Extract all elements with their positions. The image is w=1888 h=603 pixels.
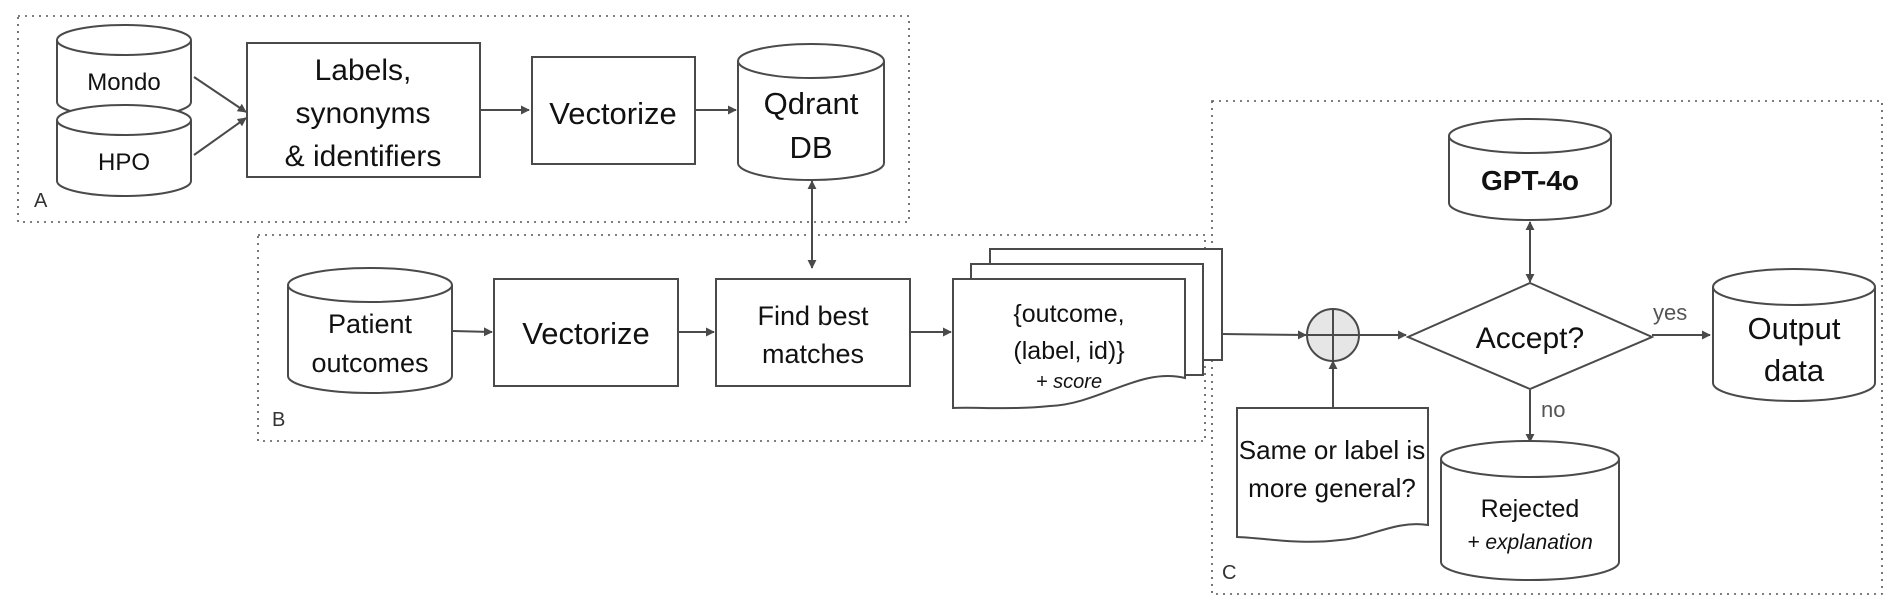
- edge-results-combiner: [1221, 330, 1307, 340]
- accept-label: Accept?: [1476, 322, 1584, 355]
- find-best-matches-box: Find best matches: [715, 278, 911, 387]
- rejected-label: Rejected: [1481, 495, 1580, 523]
- edge-mondo-labels: [193, 76, 247, 113]
- criteria-line-1: Same or label is: [1239, 435, 1425, 465]
- accept-decision: Accept?: [1405, 281, 1655, 391]
- vectorize-b-box: Vectorize: [493, 278, 679, 387]
- results-line-2: (label, id)}: [1013, 337, 1124, 365]
- vectorize-a-label: Vectorize: [549, 96, 677, 131]
- gpt-4o-database: GPT-4o: [1448, 118, 1612, 221]
- hpo-label: HPO: [98, 149, 150, 176]
- match-results-documents: {outcome, (label, id)} + score: [952, 248, 1223, 410]
- region-c-label: C: [1222, 562, 1236, 584]
- vectorize-a-box: Vectorize: [531, 56, 696, 165]
- find-best-line-2: matches: [762, 339, 864, 369]
- output-line-1: Output: [1747, 311, 1840, 346]
- results-line-1: {outcome,: [1013, 300, 1124, 328]
- labels-line-3: & identifiers: [285, 140, 442, 173]
- patient-outcomes-line-2: outcomes: [311, 348, 428, 378]
- edges: yes no: [193, 76, 1711, 443]
- results-score: + score: [1036, 371, 1102, 393]
- qdrant-line-2: DB: [789, 130, 832, 165]
- edge-label-no: no: [1541, 397, 1565, 422]
- region-b-label: B: [272, 409, 285, 431]
- qdrant-database: Qdrant DB: [737, 43, 885, 181]
- combiner-symbol: [1306, 308, 1360, 362]
- find-best-line-1: Find best: [757, 301, 869, 331]
- rejected-explanation: + explanation: [1467, 531, 1593, 554]
- patient-outcomes-line-1: Patient: [328, 309, 413, 339]
- qdrant-line-1: Qdrant: [764, 86, 859, 121]
- region-a: A: [17, 15, 910, 223]
- mondo-database: Mondo: [56, 24, 192, 118]
- edge-label-yes: yes: [1653, 300, 1687, 325]
- rejected-database: Rejected + explanation: [1440, 440, 1620, 581]
- edge-hpo-labels: [193, 117, 247, 156]
- labels-synonyms-box: Labels, synonyms & identifiers: [246, 42, 481, 178]
- mondo-label: Mondo: [87, 69, 160, 96]
- vectorize-b-label: Vectorize: [522, 316, 650, 351]
- patient-outcomes-database: Patient outcomes: [287, 267, 453, 394]
- labels-line-2: synonyms: [295, 97, 430, 130]
- output-line-2: data: [1764, 353, 1825, 388]
- output-data-database: Output data: [1712, 268, 1876, 402]
- edge-patient-vectorize: [452, 327, 493, 337]
- labels-line-1: Labels,: [315, 54, 412, 87]
- region-a-label: A: [34, 190, 48, 212]
- criteria-line-2: more general?: [1248, 473, 1416, 503]
- gpt-label: GPT-4o: [1481, 165, 1579, 196]
- hpo-database: HPO: [56, 104, 192, 197]
- criteria-document: Same or label is more general?: [1236, 407, 1429, 543]
